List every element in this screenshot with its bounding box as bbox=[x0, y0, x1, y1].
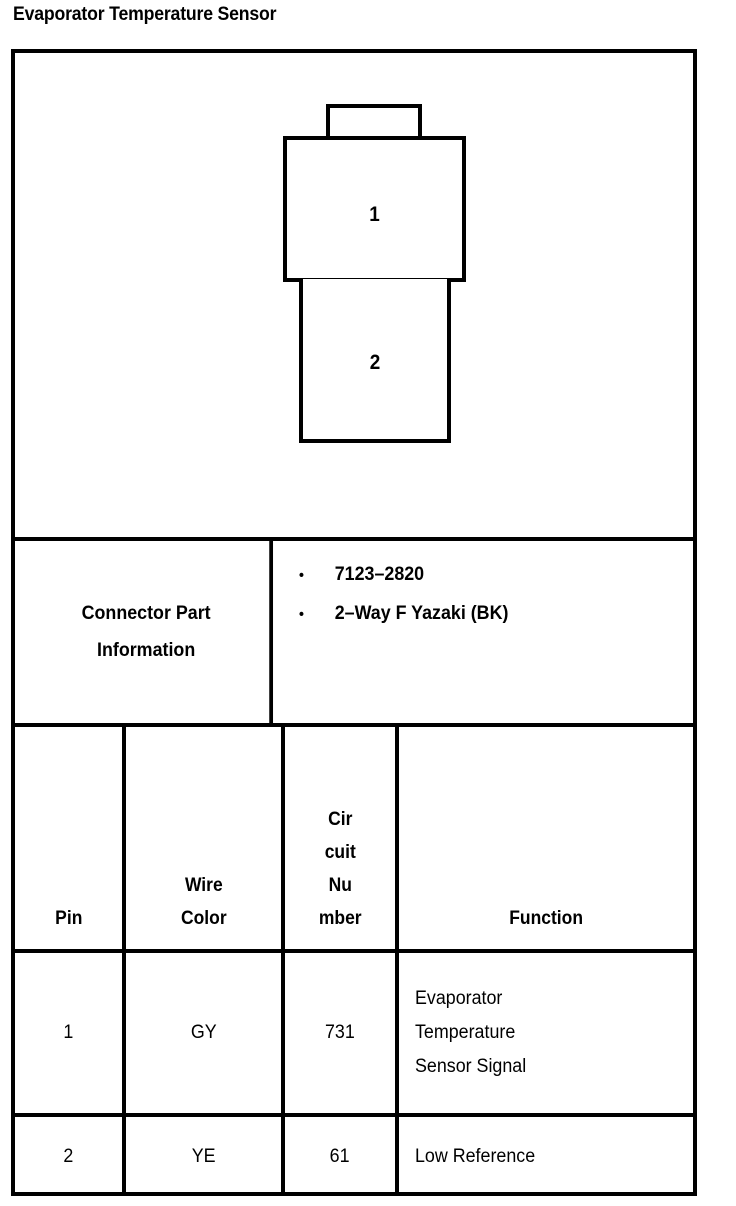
page-title: Evaporator Temperature Sensor bbox=[13, 4, 277, 25]
connector-part-information-label: Connector Part Information bbox=[23, 541, 274, 723]
column-header-circuit-number: Cir cuit Nu mber bbox=[285, 727, 399, 949]
cell-circuit-number: 61 bbox=[285, 1117, 399, 1196]
table-row: 1 GY 731 Evaporator Temperature Sensor S… bbox=[15, 953, 693, 1117]
connector-description: 2–Way F Yazaki (BK) bbox=[334, 603, 509, 624]
connector-part-number: 7123–2820 bbox=[334, 564, 425, 585]
pin-1-label: 1 bbox=[369, 203, 380, 226]
column-header-function: Function bbox=[509, 907, 583, 929]
list-item: • 7123–2820 bbox=[299, 564, 669, 586]
cell-pin: 2 bbox=[15, 1117, 126, 1196]
connector-part-information-label-line-1: Connector Part bbox=[81, 602, 211, 624]
connector-lower-body-shape: 2 bbox=[299, 279, 451, 443]
connector-part-information-label-line-2: Information bbox=[97, 640, 196, 661]
cell-wire-color: GY bbox=[126, 953, 285, 1113]
bullet-icon: • bbox=[299, 567, 304, 584]
cell-pin: 1 bbox=[15, 953, 126, 1113]
table-row: 2 YE 61 Low Reference bbox=[15, 1117, 693, 1196]
connector-upper-body-shape: 1 bbox=[283, 136, 466, 282]
connector-diagram-pane: 1 2 bbox=[15, 53, 693, 541]
bullet-icon: • bbox=[299, 606, 304, 623]
pin-table: Pin Wire Color Cir cuit Nu mber Function bbox=[15, 727, 693, 1196]
column-header-pin: Pin bbox=[15, 727, 126, 949]
connector-part-information-row: Connector Part Information • 7123–2820 •… bbox=[15, 541, 693, 727]
column-header-wire-color: Wire Color bbox=[126, 727, 285, 949]
cell-circuit-number: 731 bbox=[285, 953, 399, 1113]
cell-wire-color: YE bbox=[126, 1117, 285, 1196]
pin-2-label: 2 bbox=[369, 351, 381, 374]
connector-datasheet-frame: 1 2 Connector Part Information • 7123–28… bbox=[11, 49, 697, 1196]
list-item: • 2–Way F Yazaki (BK) bbox=[299, 603, 669, 625]
connector-part-information-list: • 7123–2820 • 2–Way F Yazaki (BK) bbox=[281, 541, 693, 723]
locking-tab-shape bbox=[326, 104, 422, 140]
cell-function: Evaporator Temperature Sensor Signal bbox=[415, 988, 527, 1077]
cell-function: Low Reference bbox=[415, 1145, 536, 1167]
table-header-row: Pin Wire Color Cir cuit Nu mber Function bbox=[15, 727, 693, 953]
